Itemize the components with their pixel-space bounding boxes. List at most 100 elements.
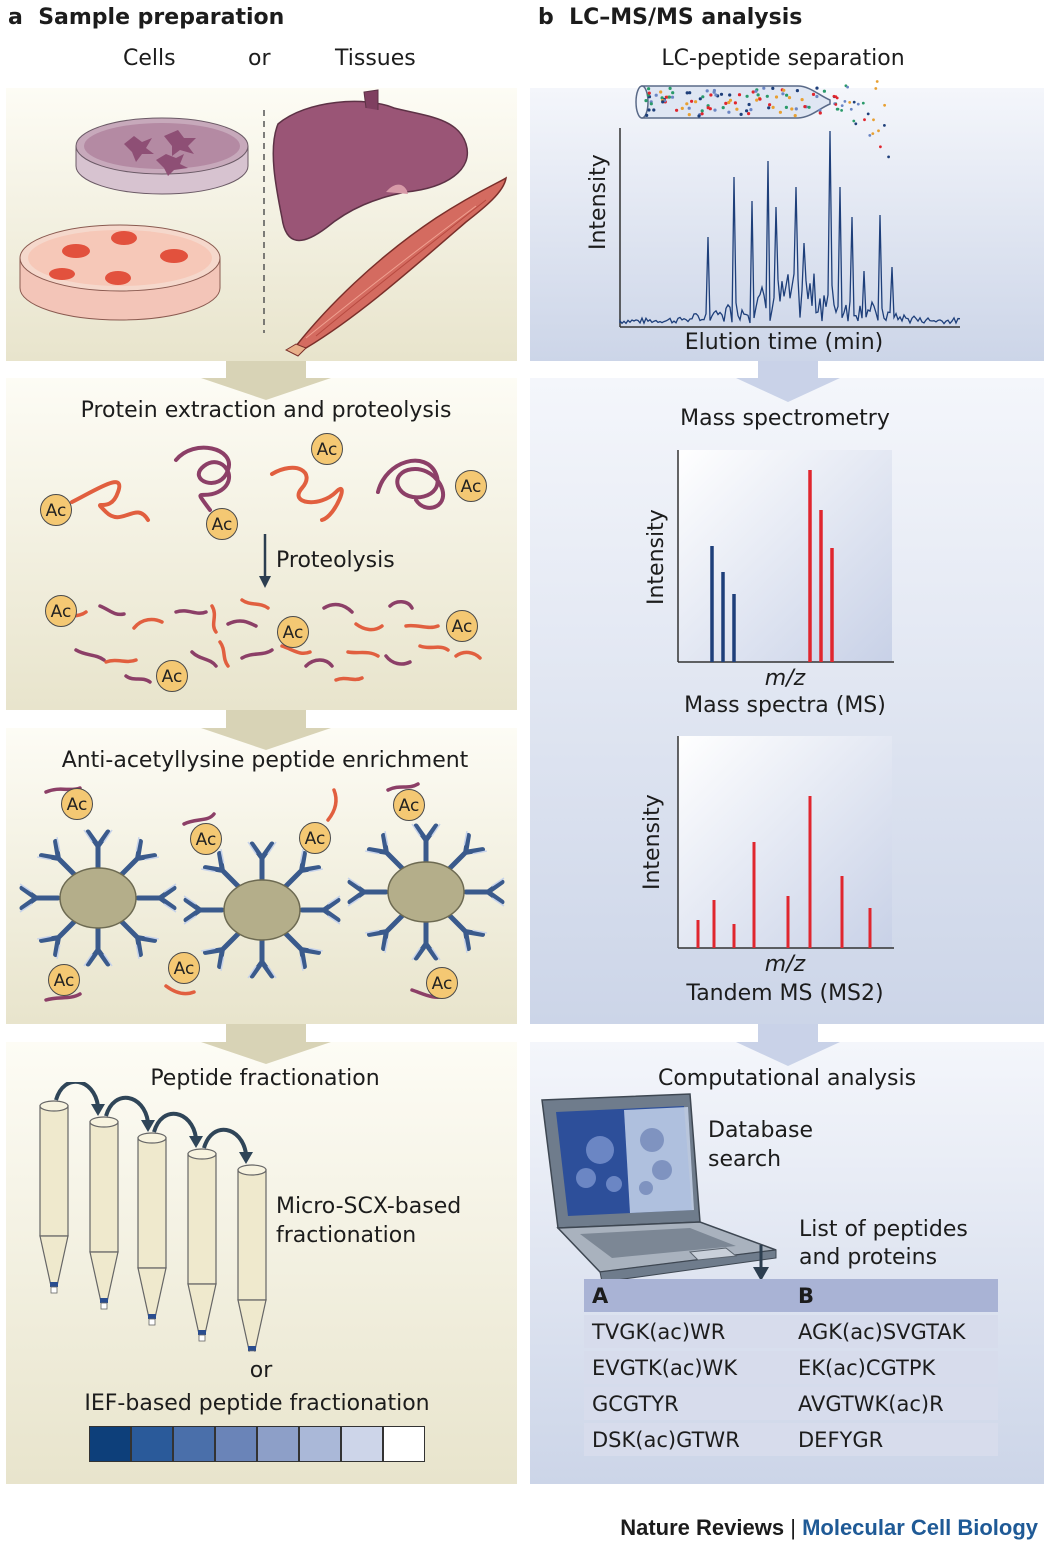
lc-particle (713, 108, 717, 112)
tissues-label: Tissues (335, 46, 416, 71)
panel-b-flow-arrows (736, 361, 840, 1066)
lc-particle (803, 105, 807, 109)
lc-particle (874, 87, 878, 90)
lc-particle (719, 92, 724, 96)
lc-particle (714, 93, 718, 97)
down-arrow-to-table (753, 1245, 769, 1281)
acetyl-group-marker: Ac (206, 508, 238, 540)
ms-red-peaks (808, 470, 834, 662)
footer-separator: | (790, 1515, 796, 1540)
lc-particle (758, 97, 762, 101)
enrichment-step-label: Anti-acetyllysine peptide enrichment (61, 748, 469, 773)
lc-particle (875, 80, 879, 83)
keyboard (580, 1228, 736, 1258)
ief-fraction-8 (383, 1426, 425, 1462)
lc-particle (644, 99, 648, 103)
ms2-xlabel: m/z (764, 952, 806, 977)
acetyl-group-marker: Ac (48, 964, 80, 996)
lc-particle (871, 132, 875, 135)
lc-particle (868, 134, 872, 137)
panel-b-lc-bg (530, 88, 1044, 361)
ief-label: IEF-based peptide fractionation (84, 1391, 430, 1416)
table-row: TVGK(ac)WR AGK(ac)SVGTAK (584, 1315, 998, 1348)
lc-particle (765, 94, 769, 98)
lc-particle (835, 96, 839, 100)
lc-particle (863, 118, 866, 122)
lc-particle (840, 109, 843, 112)
lc-particle (728, 98, 733, 102)
lc-particle (754, 89, 758, 93)
fractionation-step-label: Peptide fractionation (150, 1066, 380, 1091)
ms2-ylabel: Intensity (640, 794, 665, 890)
lc-particle (854, 122, 858, 126)
ms-xlabel: m/z (764, 666, 806, 691)
antibody-bead-1 (20, 830, 176, 966)
acetyl-group-marker: Ac (299, 822, 331, 854)
ief-fraction-1 (89, 1426, 131, 1462)
lc-particle (877, 129, 880, 133)
lc-particle (755, 98, 759, 102)
lc-particle (818, 111, 822, 115)
ief-fraction-7 (341, 1426, 383, 1462)
lc-particle (705, 89, 709, 93)
proteins-and-peptides-illustration (54, 445, 482, 684)
lc-particle (687, 113, 691, 117)
protein-strand (174, 445, 231, 512)
lc-particle (811, 92, 816, 96)
table-cell: EVGTK(ac)WK (584, 1351, 790, 1384)
lc-particle (768, 103, 772, 107)
scx-tips-illustration (39, 1082, 267, 1352)
lc-particle (747, 112, 751, 116)
acetyl-group-marker: Ac (455, 470, 487, 502)
lc-particle (849, 107, 853, 111)
ms-ylabel: Intensity (644, 509, 669, 605)
ief-fraction-3 (173, 1426, 215, 1462)
panel-a-heading: a Sample preparation (8, 5, 284, 30)
table-cell: DEFYGR (790, 1423, 998, 1456)
ms2-caption: Tandem MS (MS2) (686, 981, 884, 1006)
lc-separation-label: LC-peptide separation (661, 46, 905, 71)
lc-particle (795, 89, 799, 93)
transfer-arrows (54, 1082, 248, 1155)
lc-particle (645, 113, 649, 117)
lc-particle (794, 107, 798, 111)
lc-particle (668, 86, 672, 90)
acetyl-group-marker: Ac (277, 616, 309, 648)
cells-tissues-illustration (19, 89, 507, 357)
ms-step-label: Mass spectrometry (680, 406, 890, 431)
footer-journal: Nature Reviews (620, 1515, 785, 1540)
database-label-line2: search (708, 1147, 782, 1172)
panel-b-title: LC–MS/MS analysis (569, 5, 803, 30)
panel-a-flow-arrows (201, 361, 331, 1064)
fractionation-or-label: or (249, 1358, 273, 1383)
chromatogram-ylabel: Intensity (586, 154, 611, 250)
computational-step-label: Computational analysis (657, 1066, 917, 1091)
extraction-step-label: Protein extraction and proteolysis (80, 398, 452, 423)
lc-particle (680, 106, 684, 110)
lc-particle (818, 108, 822, 112)
ms2-peaks (696, 796, 872, 948)
panel-b-letter: b (538, 5, 554, 30)
or-label: or (248, 46, 271, 71)
lc-particle (887, 155, 890, 159)
acetyl-group-marker: Ac (446, 610, 478, 642)
lc-particle (737, 93, 742, 97)
lc-particle (670, 95, 675, 99)
antibody-bead-illustration (6, 782, 517, 1002)
trackpad (688, 1247, 738, 1261)
scx-tip-1 (39, 1100, 69, 1294)
acetyl-group-marker: Ac (61, 788, 93, 820)
lc-particle (664, 95, 668, 99)
table-row: DSK(ac)GTWR DEFYGR (584, 1423, 998, 1456)
ief-fraction-5 (257, 1426, 299, 1462)
acetyl-group-marker: Ac (45, 595, 77, 627)
scx-tip-5 (237, 1164, 267, 1352)
table-cell: DSK(ac)GTWR (584, 1423, 790, 1456)
acetyl-group-marker: Ac (393, 789, 425, 821)
chromatogram-trace (619, 130, 961, 325)
lc-particle (690, 99, 694, 103)
protein-strand (270, 465, 344, 522)
lc-column-and-chromatogram (619, 80, 961, 328)
lc-particle (688, 91, 692, 95)
gear-icon (576, 1136, 622, 1192)
